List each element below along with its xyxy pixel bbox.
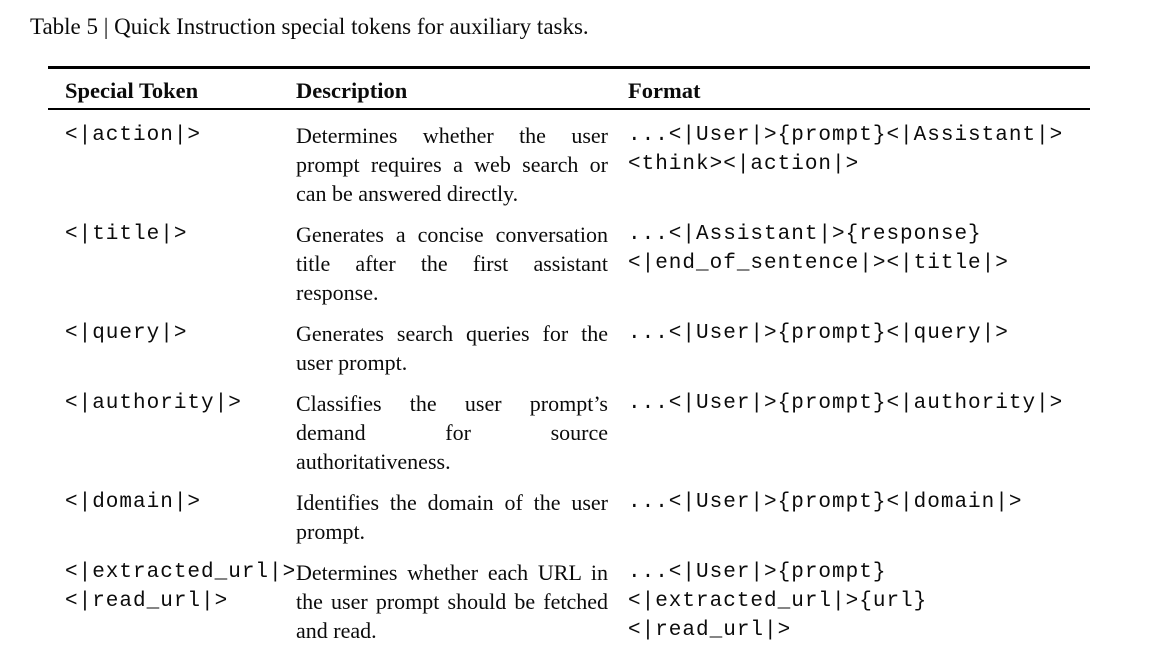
description-cell: Generates search queries for the user pr… bbox=[296, 321, 608, 375]
description-cell: Generates a concise conversation title a… bbox=[296, 222, 608, 305]
format-cell: ...<|Assistant|>{response} <|end_of_sent… bbox=[628, 220, 1147, 278]
description-cell: Determines whether the user prompt requi… bbox=[296, 123, 608, 206]
format-cell: ...<|User|>{prompt}<|Assistant|> <think>… bbox=[628, 121, 1147, 179]
description-cell: Determines whether each URL in the user … bbox=[296, 560, 608, 643]
special-token: <|authority|> bbox=[65, 392, 242, 415]
format-line: ...<|User|>{prompt}<|domain|> bbox=[628, 491, 1023, 514]
special-token: <|title|> bbox=[65, 223, 188, 246]
format-line: ...<|User|>{prompt}<|Assistant|> bbox=[628, 124, 1064, 147]
format-line: <|extracted_url|>{url} bbox=[628, 590, 928, 613]
format-cell: ...<|User|>{prompt}<|domain|> bbox=[628, 488, 1147, 517]
table-row-query: <|query|> Generates search queries for t… bbox=[65, 319, 1147, 377]
table-header-rule bbox=[48, 108, 1090, 110]
special-token-cell: <|query|> bbox=[65, 319, 296, 348]
special-token-cell: <|extracted_url|> <|read_url|> bbox=[65, 558, 296, 616]
special-token: <|domain|> bbox=[65, 491, 202, 514]
special-token: <|extracted_url|> bbox=[65, 561, 297, 584]
format-line: <think><|action|> bbox=[628, 153, 860, 176]
description-cell: Identifies the domain of the user prompt… bbox=[296, 490, 608, 544]
special-token-cell: <|domain|> bbox=[65, 488, 296, 517]
format-line: <|read_url|> bbox=[628, 619, 792, 642]
special-token: <|read_url|> bbox=[65, 590, 229, 613]
table-row-domain: <|domain|> Identifies the domain of the … bbox=[65, 488, 1147, 546]
format-cell: ...<|User|>{prompt}<|authority|> bbox=[628, 389, 1147, 418]
description-cell: Classifies the user prompt’s demand for … bbox=[296, 391, 608, 474]
table-header-row: Special Token Description Format bbox=[65, 78, 700, 104]
column-header-special-token: Special Token bbox=[65, 78, 199, 103]
table-body: <|action|> Determines whether the user p… bbox=[65, 121, 1147, 645]
table-row-action: <|action|> Determines whether the user p… bbox=[65, 121, 1147, 208]
special-token-cell: <|action|> bbox=[65, 121, 296, 150]
column-header-format: Format bbox=[628, 78, 701, 103]
table-top-rule bbox=[48, 66, 1090, 69]
format-line: ...<|User|>{prompt}<|authority|> bbox=[628, 392, 1064, 415]
special-token-cell: <|title|> bbox=[65, 220, 296, 249]
table-row-extracted-url: <|extracted_url|> <|read_url|> Determine… bbox=[65, 558, 1147, 645]
special-token: <|action|> bbox=[65, 124, 202, 147]
format-line: ...<|User|>{prompt}<|query|> bbox=[628, 322, 1009, 345]
format-line: ...<|Assistant|>{response} bbox=[628, 223, 982, 246]
special-token-cell: <|authority|> bbox=[65, 389, 296, 418]
format-line: ...<|User|>{prompt} bbox=[628, 561, 887, 584]
format-cell: ...<|User|>{prompt}<|query|> bbox=[628, 319, 1147, 348]
special-token: <|query|> bbox=[65, 322, 188, 345]
format-line: <|end_of_sentence|><|title|> bbox=[628, 252, 1009, 275]
table-caption: Table 5 | Quick Instruction special toke… bbox=[30, 14, 589, 39]
column-header-description: Description bbox=[296, 78, 408, 103]
format-cell: ...<|User|>{prompt} <|extracted_url|>{ur… bbox=[628, 558, 1147, 645]
table-row-authority: <|authority|> Classifies the user prompt… bbox=[65, 389, 1147, 476]
table-row-title: <|title|> Generates a concise conversati… bbox=[65, 220, 1147, 307]
